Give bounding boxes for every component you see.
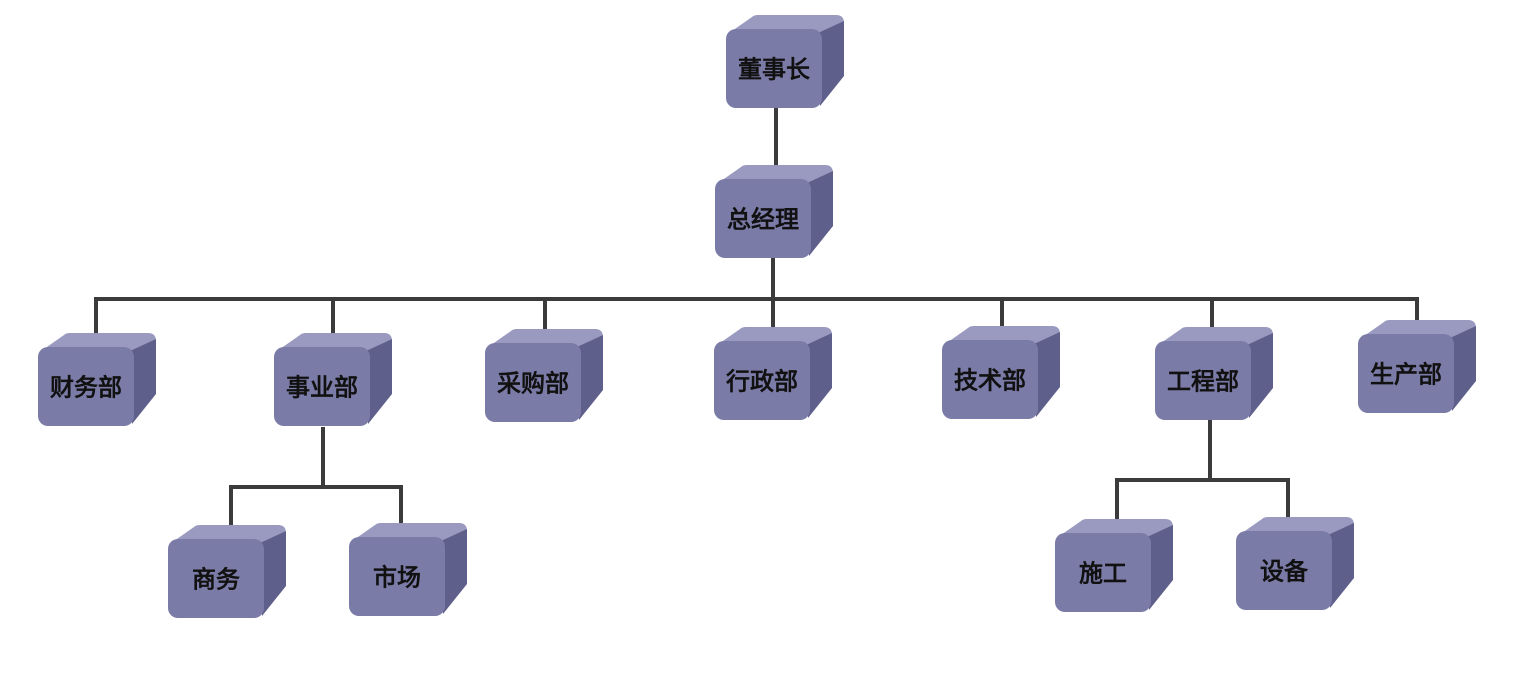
box-front-face: [1358, 334, 1454, 413]
box-side-face: [366, 339, 392, 424]
box-front-face: [715, 179, 811, 258]
node-commerce: 商务: [168, 525, 286, 618]
box-front-face: [168, 539, 264, 618]
node-label: 施工: [1079, 560, 1127, 588]
node-label: 技术部: [954, 367, 1026, 395]
node-label: 设备: [1260, 558, 1309, 586]
node-label: 事业部: [286, 374, 358, 402]
node-label: 董事长: [738, 56, 811, 84]
box-front-face: [1236, 531, 1332, 610]
node-label: 采购部: [497, 370, 569, 398]
node-equipment: 设备: [1236, 517, 1354, 610]
node-production: 生产部: [1358, 320, 1476, 413]
connector-lines: [94, 108, 1419, 527]
node-label: 商务: [192, 566, 241, 594]
box-side-face: [1147, 525, 1173, 610]
box-front-face: [1155, 341, 1251, 420]
box-side-face: [1328, 523, 1354, 608]
node-business: 事业部: [274, 333, 392, 426]
node-administration: 行政部: [714, 327, 832, 420]
box-side-face: [441, 529, 467, 614]
node-finance: 财务部: [38, 333, 156, 426]
node-market: 市场: [349, 523, 467, 616]
box-side-face: [1034, 332, 1060, 417]
box-front-face: [714, 341, 810, 420]
box-front-face: [1055, 533, 1151, 612]
box-front-face: [38, 347, 134, 426]
node-general-manager: 总经理: [715, 165, 833, 258]
box-side-face: [818, 21, 844, 106]
node-label: 总经理: [727, 206, 799, 234]
box-front-face: [485, 343, 581, 422]
node-label: 财务部: [50, 374, 122, 402]
box-front-face: [726, 29, 822, 108]
node-engineering: 工程部: [1155, 327, 1273, 420]
box-side-face: [130, 339, 156, 424]
box-front-face: [942, 340, 1038, 419]
node-label: 生产部: [1370, 361, 1442, 389]
node-label: 工程部: [1167, 368, 1239, 396]
node-technology: 技术部: [942, 326, 1060, 419]
box-front-face: [349, 537, 445, 616]
node-label: 行政部: [725, 368, 798, 396]
line-department-bus: [94, 297, 1419, 333]
node-label: 市场: [373, 564, 421, 592]
box-side-face: [1247, 333, 1273, 418]
node-chairman: 董事长: [726, 15, 844, 108]
box-front-face: [274, 347, 370, 426]
box-side-face: [260, 531, 286, 616]
line-engineering-sub: [1115, 420, 1290, 521]
line-business-sub: [229, 427, 403, 527]
box-side-face: [577, 335, 603, 420]
node-procurement: 采购部: [485, 329, 603, 422]
box-side-face: [806, 333, 832, 418]
box-side-face: [1450, 326, 1476, 411]
box-side-face: [807, 171, 833, 256]
node-construction: 施工: [1055, 519, 1173, 612]
